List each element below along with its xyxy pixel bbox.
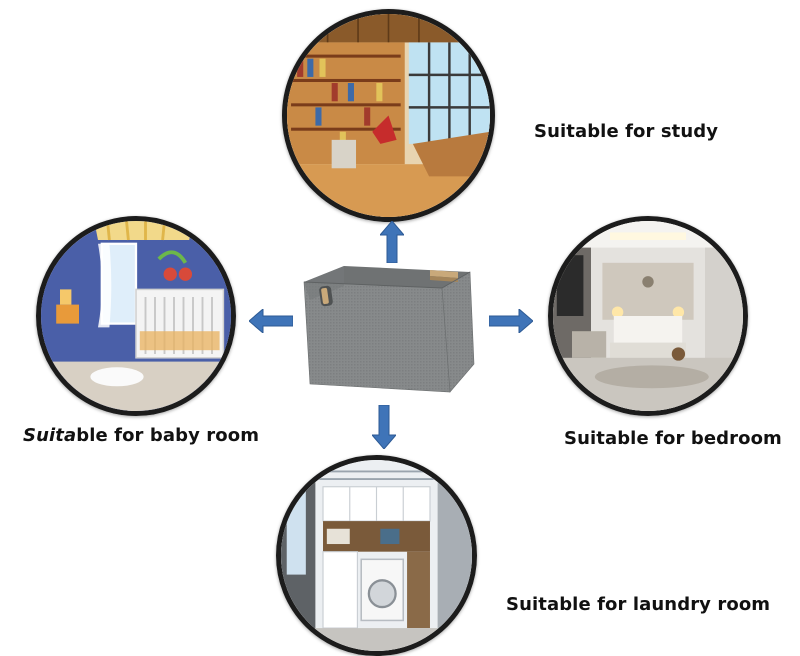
storage-basket-image — [303, 266, 475, 393]
caption-laundry-room: Suitable for laundry room — [506, 594, 771, 615]
bedroom-image — [548, 216, 748, 416]
arrow-right-icon — [489, 309, 533, 333]
study-room-image — [282, 9, 495, 222]
arrow-left-icon — [249, 309, 293, 333]
baby-room-image — [36, 216, 236, 416]
arrow-down-icon — [372, 405, 396, 449]
caption-baby-room: Suitable for baby room — [23, 425, 259, 446]
caption-study: Suitable for study — [534, 121, 719, 142]
arrow-up-icon — [380, 221, 404, 263]
laundry-room-image — [276, 455, 477, 656]
caption-baby-room-rest: ble for baby room — [76, 425, 260, 446]
caption-baby-room-italic: Suita — [23, 425, 77, 446]
caption-bedroom: Suitable for bedroom — [564, 428, 782, 449]
